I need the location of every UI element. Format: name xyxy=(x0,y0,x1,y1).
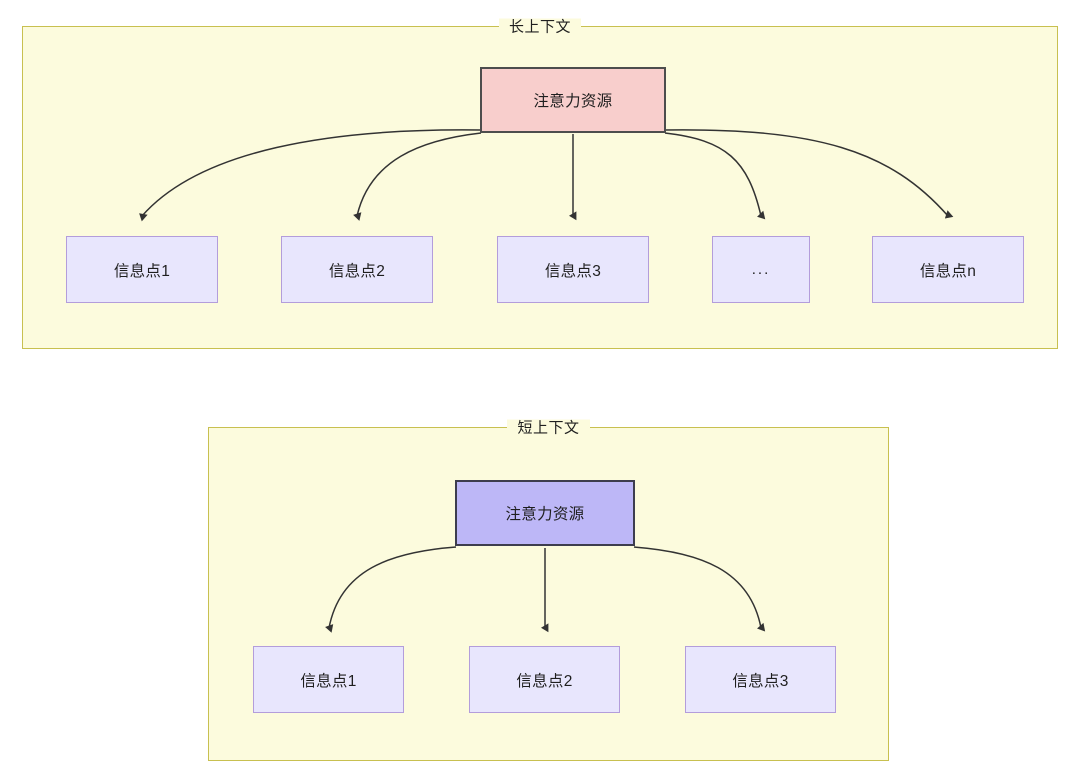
node-label: ... xyxy=(751,261,771,278)
node-label: 信息点n xyxy=(919,262,977,280)
edge-root-to-info2 xyxy=(353,132,482,221)
node-attention-resource-long[interactable]: 注意力资源 xyxy=(480,67,666,133)
node-info-point-ellipsis-long[interactable]: ... xyxy=(712,236,810,303)
node-info-point-3-long[interactable]: 信息点3 xyxy=(497,236,649,303)
node-label: 信息点2 xyxy=(328,262,386,280)
node-info-point-n-long[interactable]: 信息点n xyxy=(872,236,1024,303)
node-label: 信息点3 xyxy=(732,672,789,690)
node-attention-resource-short[interactable]: 注意力资源 xyxy=(455,480,635,546)
edge-root-to-ellipsis xyxy=(664,132,766,220)
edge-root-to-infon xyxy=(664,129,954,219)
node-label: 注意力资源 xyxy=(505,506,585,523)
node-label: 信息点1 xyxy=(300,672,357,690)
node-info-point-1-long[interactable]: 信息点1 xyxy=(66,236,218,303)
node-label: 信息点1 xyxy=(113,262,171,280)
node-info-point-3-short[interactable]: 信息点3 xyxy=(685,646,836,713)
edge-root-to-info1 xyxy=(139,129,482,222)
edge-root-to-info1-short xyxy=(325,546,457,633)
node-label: 注意力资源 xyxy=(533,93,613,110)
edge-root-to-info3-short xyxy=(633,546,766,632)
node-label: 信息点3 xyxy=(544,262,602,280)
node-info-point-2-long[interactable]: 信息点2 xyxy=(281,236,433,303)
node-info-point-2-short[interactable]: 信息点2 xyxy=(469,646,620,713)
node-label: 信息点2 xyxy=(516,672,573,690)
node-info-point-1-short[interactable]: 信息点1 xyxy=(253,646,404,713)
